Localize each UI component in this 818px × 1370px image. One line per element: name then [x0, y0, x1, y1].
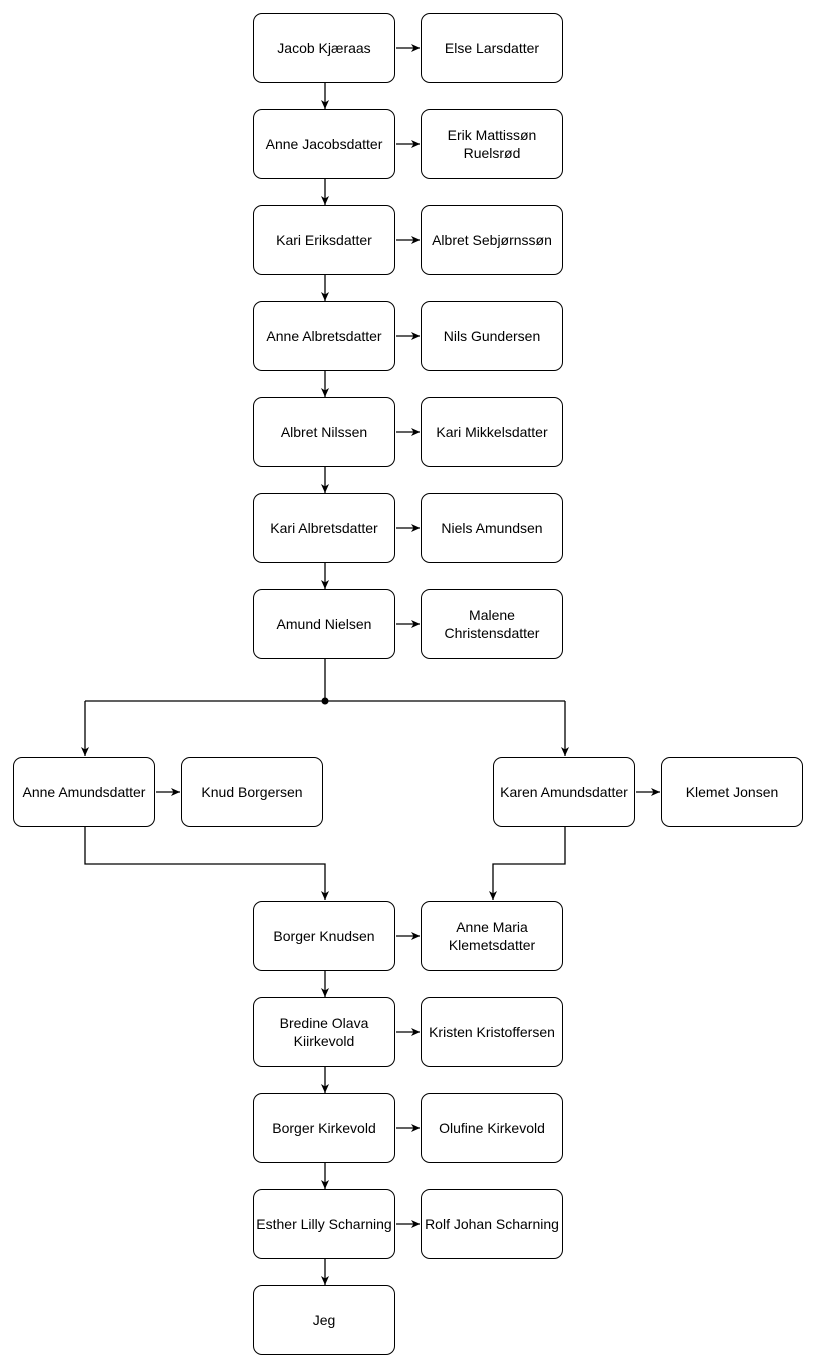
person-label: Kari Mikkelsdatter: [436, 424, 548, 440]
descent-arrow: [489, 827, 566, 900]
person-klemet-jonsen[interactable]: Klemet Jonsen: [661, 757, 803, 827]
person-label: Klemet Jonsen: [685, 784, 779, 800]
person-kari-eriksdatter[interactable]: Kari Eriksdatter: [253, 205, 395, 275]
person-niels-amundsen[interactable]: Niels Amundsen: [421, 493, 563, 563]
person-else-larsdatter[interactable]: Else Larsdatter: [421, 13, 563, 83]
person-label: Esther Lilly Scharning: [256, 1216, 392, 1232]
person-label: Albret Nilssen: [280, 424, 368, 440]
person-label: Karen Amundsdatter: [500, 784, 628, 800]
person-label: Anne Amundsdatter: [22, 784, 146, 800]
person-olufine-kirkevold[interactable]: Olufine Kirkevold: [421, 1093, 563, 1163]
person-rolf-johan-scharning[interactable]: Rolf Johan Scharning: [421, 1189, 563, 1259]
person-kari-albretsdatter[interactable]: Kari Albretsdatter: [253, 493, 395, 563]
person-label: Albret Sebjørnssøn: [432, 232, 552, 248]
person-label: Borger Kirkevold: [272, 1120, 376, 1136]
person-label: Nils Gundersen: [443, 328, 541, 344]
descent-arrow: [84, 827, 329, 900]
person-label: Amund Nielsen: [276, 616, 372, 632]
person-erik-mattisson-ruelsrod[interactable]: Erik Mattissøn Ruelsrød: [421, 109, 563, 179]
person-jacob-kjaeraas[interactable]: Jacob Kjæraas: [253, 13, 395, 83]
person-label: Kari Eriksdatter: [276, 232, 372, 248]
person-malene-christensdatter[interactable]: Malene Christensdatter: [421, 589, 563, 659]
person-albret-sebjornsson[interactable]: Albret Sebjørnssøn: [421, 205, 563, 275]
person-bredine-olava-kiirkevold[interactable]: Bredine Olava Kiirkevold: [253, 997, 395, 1067]
person-label: Jacob Kjæraas: [277, 40, 371, 56]
person-karen-amundsdatter[interactable]: Karen Amundsdatter: [493, 757, 635, 827]
person-anne-jacobsdatter[interactable]: Anne Jacobsdatter: [253, 109, 395, 179]
person-label: Malene Christensdatter: [444, 607, 540, 641]
person-label: Erik Mattissøn Ruelsrød: [447, 127, 537, 161]
person-kristen-kristoffersen[interactable]: Kristen Kristoffersen: [421, 997, 563, 1067]
person-anne-albretsdatter[interactable]: Anne Albretsdatter: [253, 301, 395, 371]
person-borger-knudsen[interactable]: Borger Knudsen: [253, 901, 395, 971]
person-nils-gundersen[interactable]: Nils Gundersen: [421, 301, 563, 371]
person-label: Anne Maria Klemetsdatter: [448, 919, 536, 953]
person-jeg[interactable]: Jeg: [253, 1285, 395, 1355]
person-knud-borgersen[interactable]: Knud Borgersen: [181, 757, 323, 827]
person-esther-lilly-scharning[interactable]: Esther Lilly Scharning: [253, 1189, 395, 1259]
person-albret-nilssen[interactable]: Albret Nilssen: [253, 397, 395, 467]
person-amund-nielsen[interactable]: Amund Nielsen: [253, 589, 395, 659]
person-label: Kristen Kristoffersen: [429, 1024, 555, 1040]
person-anne-maria-klemetsdatter[interactable]: Anne Maria Klemetsdatter: [421, 901, 563, 971]
person-borger-kirkevold[interactable]: Borger Kirkevold: [253, 1093, 395, 1163]
person-kari-mikkelsdatter[interactable]: Kari Mikkelsdatter: [421, 397, 563, 467]
person-label: Olufine Kirkevold: [439, 1120, 545, 1136]
branch-junction-dot: [321, 697, 329, 705]
person-label: Knud Borgersen: [201, 784, 303, 800]
person-label: Jeg: [312, 1312, 336, 1328]
person-label: Niels Amundsen: [441, 520, 543, 536]
person-label: Rolf Johan Scharning: [425, 1216, 559, 1232]
person-label: Else Larsdatter: [444, 40, 540, 56]
person-label: Kari Albretsdatter: [270, 520, 378, 536]
person-label: Anne Albretsdatter: [266, 328, 382, 344]
person-label: Anne Jacobsdatter: [265, 136, 383, 152]
person-anne-amundsdatter[interactable]: Anne Amundsdatter: [13, 757, 155, 827]
person-label: Borger Knudsen: [273, 928, 375, 944]
person-label: Bredine Olava Kiirkevold: [279, 1015, 369, 1049]
